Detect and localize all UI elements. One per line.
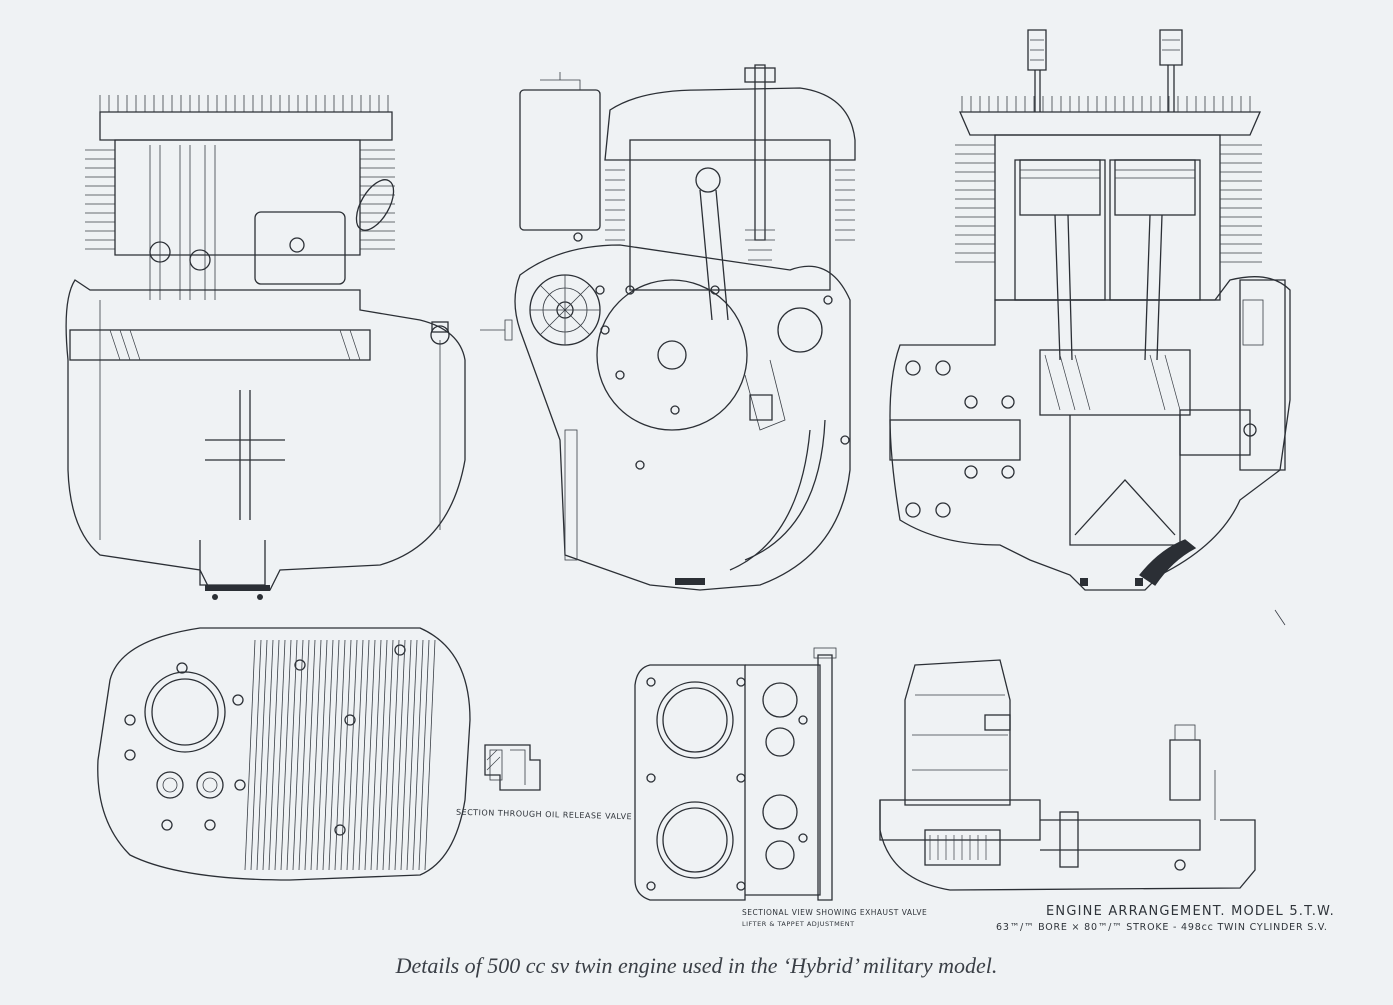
figure-caption: Details of 500 cc sv twin engine used in… — [395, 953, 998, 978]
cylinder-head-plan-view — [97, 627, 471, 881]
cross-section-view — [889, 29, 1291, 591]
cylinder-plan-with-gears — [634, 647, 837, 901]
side-elevation-view — [65, 95, 466, 600]
magneto-dynamo-arrangement — [879, 609, 1286, 891]
timing-side-view — [480, 64, 856, 591]
oil-release-valve-detail — [484, 744, 541, 791]
sectional-view-label: SECTIONAL VIEW SHOWING EXHAUST VALVE — [742, 908, 928, 917]
engine-arrangement-title: ENGINE ARRANGEMENT. MODEL 5.T.W. — [1046, 904, 1335, 919]
cross-section-fins — [955, 96, 1262, 263]
engine-spec-line: 63™/™ BORE × 80™/™ STROKE - 498cc TWIN C… — [996, 922, 1328, 933]
sectional-view-sublabel: LIFTER & TAPPET ADJUSTMENT — [742, 920, 855, 928]
